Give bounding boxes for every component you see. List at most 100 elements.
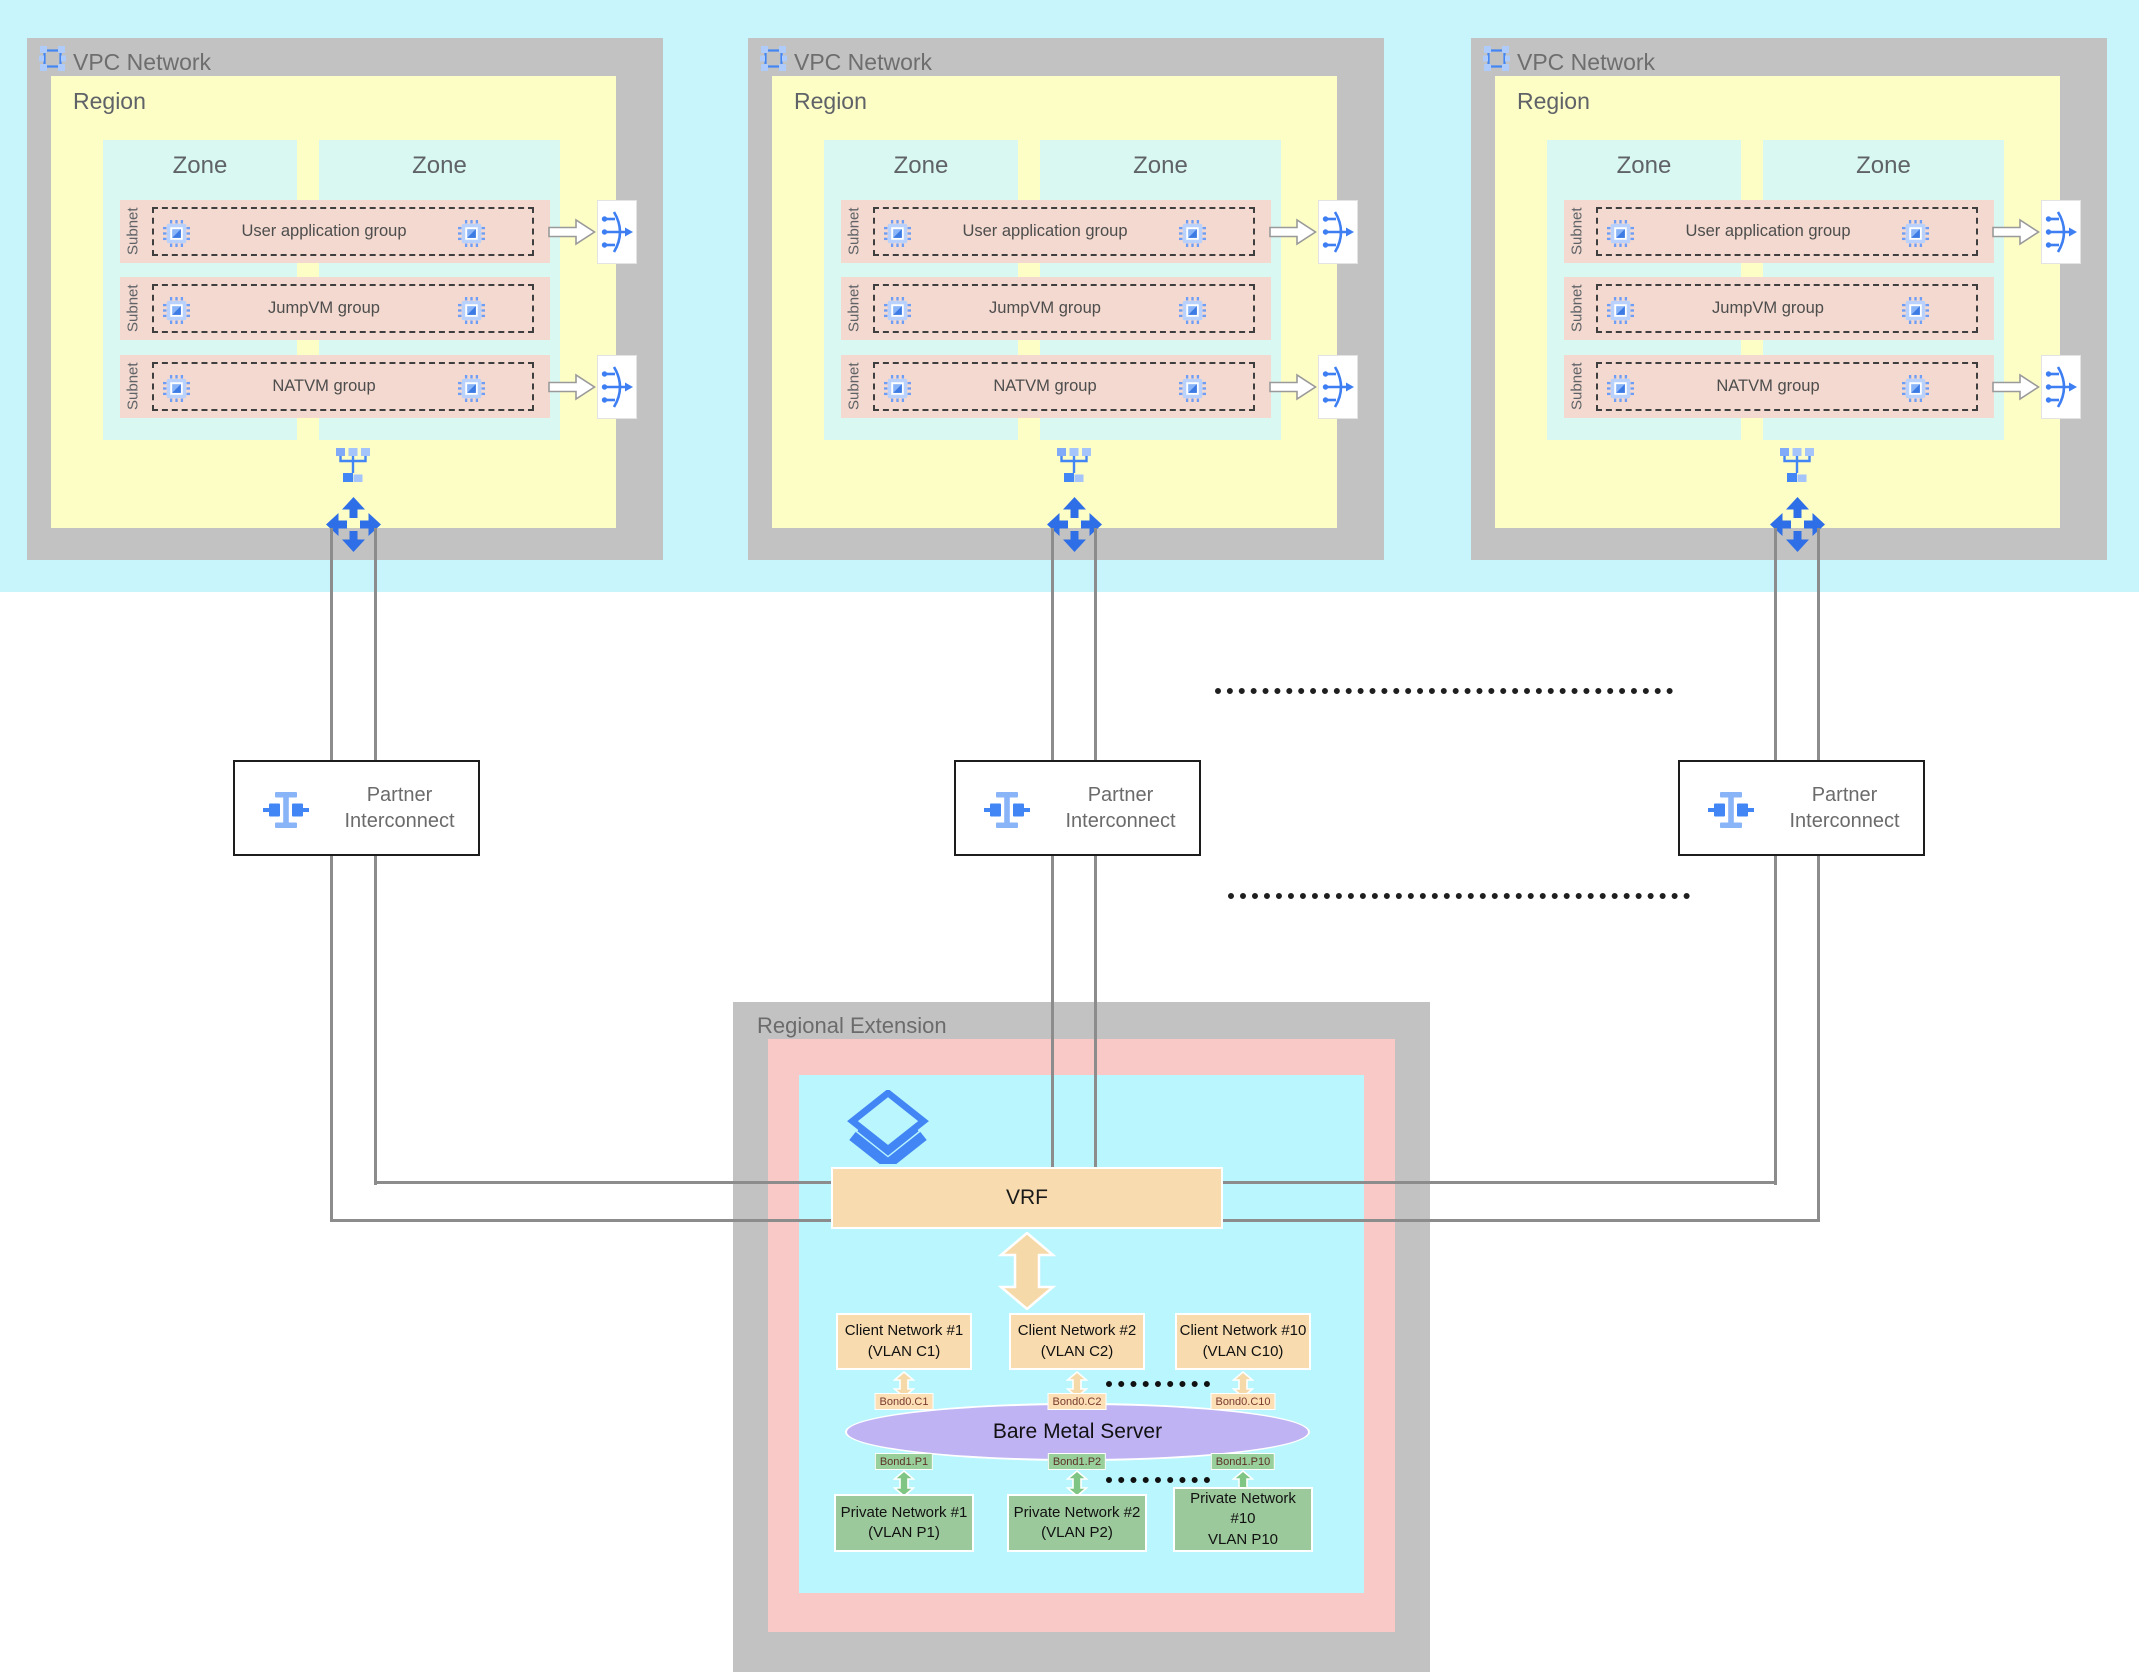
subnet-label: Subnet (845, 284, 863, 333)
group-label: User application group (241, 222, 407, 240)
vm-icon (1902, 297, 1929, 324)
bond-label: Bond1.P1 (874, 1453, 934, 1470)
client-network-1: Client Network #1 (VLAN C1) (836, 1313, 972, 1370)
client-network-2: Client Network #2 (VLAN C2) (1009, 1313, 1145, 1370)
ellipsis-dots (1106, 1381, 1210, 1387)
vrf-double-arrow (997, 1232, 1057, 1310)
block-arrow (1992, 373, 2040, 401)
subnet-row: Subnet JumpVM group (120, 277, 550, 340)
private-network-number: #10 (1230, 1510, 1256, 1528)
connection-line (374, 528, 377, 1185)
client-network-10: Client Network #10 (VLAN C10) (1175, 1313, 1311, 1370)
group-label: NATVM group (993, 377, 1097, 395)
bare-metal-server-label: Bare Metal Server (992, 1420, 1163, 1443)
vm-icon (458, 220, 485, 247)
vm-icon (884, 297, 911, 324)
network-hub-icon (336, 448, 370, 482)
bond-arrow (893, 1470, 915, 1497)
vm-icon (163, 297, 190, 324)
zone-label: Zone (1133, 152, 1188, 179)
group-label: User application group (962, 222, 1128, 240)
block-arrow (1992, 218, 2040, 246)
load-balancer-icon (2045, 366, 2077, 408)
router-icon (1047, 497, 1102, 552)
subnet-label: Subnet (124, 284, 142, 333)
instance-group: NATVM group (152, 362, 534, 411)
subnet-row: Subnet User application group (841, 200, 1271, 263)
group-label: JumpVM group (989, 299, 1101, 317)
group-label: NATVM group (1716, 377, 1820, 395)
load-balancer (1318, 355, 1358, 419)
group-label: JumpVM group (1712, 299, 1824, 317)
partner-interconnect-label: Partner Interconnect (1789, 784, 1900, 832)
group-label: NATVM group (272, 377, 376, 395)
vm-icon (1607, 375, 1634, 402)
connection-line (1774, 528, 1777, 1185)
vpc-network-3: VPC Network Region Zone Zone Subnet User… (1471, 38, 2107, 560)
private-network-1: Private Network #1 (VLAN P1) (834, 1494, 974, 1552)
instance-group: JumpVM group (152, 284, 534, 333)
ellipsis-dots (1106, 1477, 1210, 1483)
dotted-separator (1228, 893, 1690, 899)
vm-icon (1902, 220, 1929, 247)
subnet-label: Subnet (1568, 362, 1586, 411)
subnet-row: Subnet NATVM group (1564, 355, 1994, 418)
vm-icon (163, 220, 190, 247)
layers-icon (847, 1090, 929, 1164)
client-network-vlan: (VLAN C10) (1202, 1342, 1284, 1360)
vm-icon (1179, 375, 1206, 402)
connection-line (330, 528, 333, 1222)
subnet-label: Subnet (845, 207, 863, 256)
partner-interconnect-2: Partner Interconnect (954, 760, 1201, 856)
subnet-row: Subnet User application group (120, 200, 550, 263)
router-icon (326, 497, 381, 552)
zone-label: Zone (1616, 152, 1672, 179)
partner-interconnect-label: Partner Interconnect (1065, 784, 1176, 832)
block-arrow (548, 373, 596, 401)
client-network-name: Client Network #1 (844, 1322, 964, 1340)
group-label: User application group (1685, 222, 1851, 240)
subnet-label: Subnet (845, 362, 863, 411)
private-network-vlan: (VLAN P2) (1041, 1524, 1113, 1541)
partner-interconnect-icon (984, 792, 1030, 828)
block-arrow (1269, 218, 1317, 246)
bond-arrow (1066, 1470, 1088, 1497)
subnet-label: Subnet (124, 207, 142, 256)
load-balancer (597, 355, 637, 419)
private-network-10: Private Network #10 VLAN P10 (1173, 1487, 1313, 1552)
zone-label: Zone (172, 152, 228, 179)
vpc-network-1: VPC Network Region Zone Zone Subnet User… (27, 38, 663, 560)
private-network-2: Private Network #2 (VLAN P2) (1007, 1494, 1147, 1552)
client-network-vlan: (VLAN C2) (1040, 1342, 1114, 1360)
client-network-name: Client Network #10 (1179, 1322, 1307, 1340)
network-hub-icon (1057, 448, 1091, 482)
partner-interconnect-3: Partner Interconnect (1678, 760, 1925, 856)
zone-label: Zone (893, 152, 949, 179)
vm-icon (1179, 220, 1206, 247)
load-balancer-icon (601, 211, 633, 253)
vm-icon (884, 375, 911, 402)
load-balancer (2041, 355, 2081, 419)
subnet-row: Subnet User application group (1564, 200, 1994, 263)
instance-group: NATVM group (873, 362, 1255, 411)
vm-icon (163, 375, 190, 402)
bond-label: Bond0.C10 (1210, 1393, 1276, 1410)
instance-group: User application group (1596, 207, 1978, 256)
private-network-name: Private Network (1190, 1490, 1296, 1508)
region-label: Region (73, 88, 146, 114)
bond-label: Bond1.P10 (1210, 1453, 1276, 1470)
vpc-network-icon (1483, 46, 1510, 71)
partner-interconnect-icon (263, 792, 309, 828)
group-label: JumpVM group (268, 299, 380, 317)
connection-line (1223, 1181, 1777, 1184)
partner-interconnect-icon (1708, 792, 1754, 828)
dotted-separator (1215, 688, 1673, 694)
vm-icon (458, 297, 485, 324)
regional-extension-title: Regional Extension (757, 1013, 947, 1038)
load-balancer-icon (1322, 211, 1354, 253)
private-network-name: Private Network #2 (1013, 1503, 1141, 1521)
vpc-title: VPC Network (73, 49, 212, 75)
subnet-label: Subnet (124, 362, 142, 411)
connection-line (1817, 528, 1820, 1222)
